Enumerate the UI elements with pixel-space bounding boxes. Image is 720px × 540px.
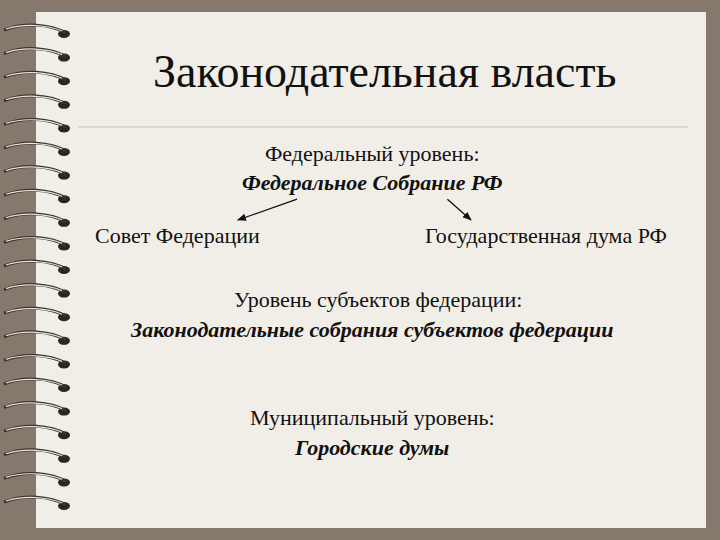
coil-shine <box>6 73 62 79</box>
coil-wire <box>4 25 66 33</box>
coil-wire <box>4 403 66 411</box>
spiral-coil <box>4 214 70 227</box>
coil-shine <box>6 450 62 456</box>
coil-wire <box>4 119 66 127</box>
coil-wire <box>4 450 66 458</box>
level-heading: Уровень субъектов федерации: <box>234 286 522 315</box>
body-name: Городские думы <box>295 434 449 463</box>
coil-shine <box>6 356 62 362</box>
coil-wire <box>4 96 66 104</box>
arrow-connector <box>447 199 471 220</box>
spiral-coil <box>4 497 70 510</box>
coil-shine <box>6 49 62 55</box>
spiral-coil <box>4 379 70 392</box>
spiral-coil <box>4 426 70 439</box>
text-node: Федеральный уровень:Федеральное Собрание… <box>238 140 507 197</box>
coil-shine <box>6 214 62 220</box>
coil-shine <box>6 309 62 315</box>
body-name: Совет Федерации <box>95 222 260 251</box>
coil-wire <box>4 49 66 57</box>
coil-wire <box>4 261 66 269</box>
arrow-connector <box>238 199 297 220</box>
coil-shine <box>6 474 62 480</box>
spiral-coil <box>4 308 70 321</box>
coil-shine <box>6 261 62 267</box>
coil-shine <box>6 497 62 503</box>
coil-shine <box>6 332 62 338</box>
spiral-coil <box>4 403 70 416</box>
coil-wire <box>4 214 66 222</box>
coil-wire <box>4 332 66 340</box>
coil-shine <box>6 25 62 31</box>
spiral-coil <box>4 96 70 109</box>
coil-shine <box>6 238 62 244</box>
coil-shine <box>6 427 62 433</box>
body-name: Федеральное Собрание РФ <box>242 169 503 198</box>
coil-wire <box>4 72 66 80</box>
body-name: Законодательные собрания субъектов федер… <box>131 316 613 345</box>
level-heading: Муниципальный уровень: <box>250 404 495 433</box>
coil-shine <box>6 285 62 291</box>
spiral-coil <box>4 355 70 368</box>
text-node: Государственная дума РФ <box>421 222 671 251</box>
coil-wire <box>4 167 66 175</box>
coil-wire <box>4 355 66 363</box>
spiral-coil <box>4 332 70 345</box>
coil-wire <box>4 143 66 151</box>
coil-shine <box>6 96 62 102</box>
coil-wire <box>4 285 66 293</box>
spiral-coil <box>4 450 70 463</box>
coil-shine <box>6 143 62 149</box>
body-name: Государственная дума РФ <box>425 222 667 251</box>
coil-shine <box>6 167 62 173</box>
spiral-coil <box>4 72 70 85</box>
coil-shine <box>6 120 62 126</box>
coil-shine <box>6 379 62 385</box>
spiral-coil <box>4 49 70 62</box>
coil-wire <box>4 379 66 387</box>
title-rule <box>78 126 688 127</box>
spiral-coil <box>4 190 70 203</box>
spiral-coil <box>4 473 70 486</box>
spiral-coil <box>4 143 70 156</box>
spiral-coil <box>4 119 70 132</box>
coil-wire <box>4 190 66 198</box>
spiral-coil <box>4 167 70 180</box>
coil-wire <box>4 426 66 434</box>
slide-title: Законодательная власть <box>153 44 617 99</box>
text-node: Совет Федерации <box>91 222 264 251</box>
spiral-coil <box>4 237 70 250</box>
level-heading: Федеральный уровень: <box>242 140 503 169</box>
spiral-binding <box>4 25 70 510</box>
coil-wire <box>4 497 66 505</box>
coil-shine <box>6 403 62 409</box>
page-sheet <box>36 12 706 528</box>
coil-wire <box>4 308 66 316</box>
spiral-coil <box>4 261 70 274</box>
coil-wire <box>4 473 66 481</box>
coil-shine <box>6 191 62 197</box>
spiral-coil <box>4 25 70 38</box>
spiral-coil <box>4 285 70 298</box>
coil-wire <box>4 237 66 245</box>
